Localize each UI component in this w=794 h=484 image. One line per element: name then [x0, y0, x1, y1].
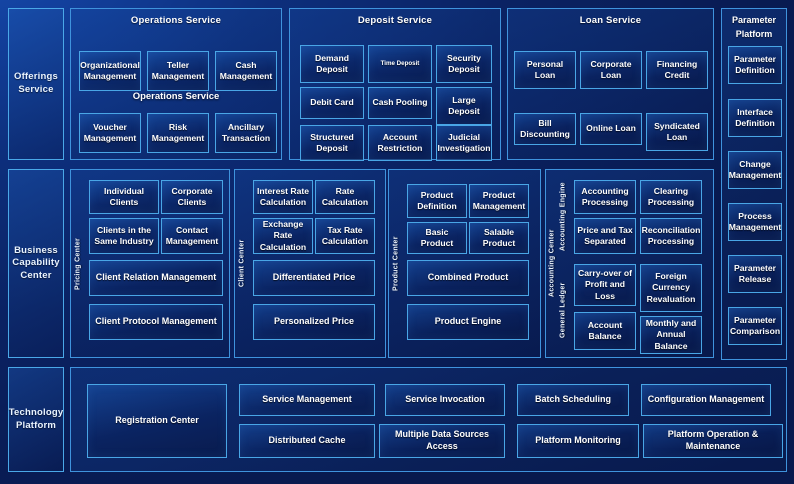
card-individual-clients[interactable]: Individual Clients [89, 180, 159, 214]
row-label-technology-platform: Technology Platform [8, 367, 64, 472]
card-rate-calculation[interactable]: Rate Calculation [315, 180, 375, 214]
card-process-management[interactable]: Process Management [728, 203, 782, 241]
card-bill-discounting[interactable]: Bill Discounting [514, 113, 576, 145]
parameter-platform-title-line2: Platform [735, 29, 773, 39]
card-corporate-loan[interactable]: Corporate Loan [580, 51, 642, 89]
card-contact-management[interactable]: Contact Management [161, 218, 223, 254]
row-label-offerings-service: Offerings Service [8, 8, 64, 160]
card-security-deposit[interactable]: Security Deposit [436, 45, 492, 83]
card-client-relation-management[interactable]: Client Relation Management [89, 260, 223, 296]
card-judicial-investigation[interactable]: Judicial Investigation [436, 125, 492, 161]
vlabel-general-ledger: General Ledger [559, 282, 567, 338]
vlabel-product-center: Product Center [392, 236, 400, 291]
card-risk-management[interactable]: Risk Management [147, 113, 209, 153]
parameter-platform-title-line1: Parameter [731, 15, 777, 25]
group-pricing-center: Pricing Center Individual Clients Corpor… [70, 169, 230, 358]
card-platform-operation-maintenance[interactable]: Platform Operation & Maintenance [643, 424, 783, 458]
card-corporate-clients[interactable]: Corporate Clients [161, 180, 223, 214]
card-platform-monitoring[interactable]: Platform Monitoring [517, 424, 639, 458]
vlabel-pricing-center: Pricing Center [74, 237, 82, 290]
vlabel-accounting-engine: Accounting Engine [559, 182, 567, 252]
card-parameter-comparison[interactable]: Parameter Comparison [728, 307, 782, 345]
card-cash-management[interactable]: Cash Management [215, 51, 277, 91]
group-product-center: Product Center Product Definition Produc… [388, 169, 541, 358]
card-salable-product[interactable]: Salable Product [469, 222, 529, 254]
card-distributed-cache[interactable]: Distributed Cache [239, 424, 375, 458]
card-multiple-data-sources-access[interactable]: Multiple Data Sources Access [379, 424, 505, 458]
card-accounting-processing[interactable]: Accounting Processing [574, 180, 636, 214]
card-differentiated-price[interactable]: Differentiated Price [253, 260, 375, 296]
card-syndicated-loan[interactable]: Syndicated Loan [646, 113, 708, 151]
card-large-deposit[interactable]: Large Deposit [436, 87, 492, 125]
group-operations-service: Operations Service Organizational Manage… [70, 8, 282, 160]
card-voucher-management[interactable]: Voucher Management [79, 113, 141, 153]
group-title-deposit-service: Deposit Service [357, 15, 433, 26]
group-technology-platform: Registration Center Service Management D… [70, 367, 787, 472]
card-service-invocation[interactable]: Service Invocation [385, 384, 505, 416]
card-monthly-annual-balance[interactable]: Monthly and Annual Balance [640, 316, 702, 354]
card-basic-product[interactable]: Basic Product [407, 222, 467, 254]
card-structured-deposit[interactable]: Structured Deposit [300, 125, 364, 161]
card-exchange-rate-calculation[interactable]: Exchange Rate Calculation [253, 218, 313, 254]
stray-operations-service-label: Operations Service [132, 91, 220, 102]
card-foreign-currency-revaluation[interactable]: Foreign Currency Revaluation [640, 264, 702, 312]
card-reconciliation-processing[interactable]: Reconciliation Processing [640, 218, 702, 254]
card-service-management[interactable]: Service Management [239, 384, 375, 416]
card-parameter-definition[interactable]: Parameter Definition [728, 46, 782, 84]
group-title-operations-service: Operations Service [130, 15, 222, 26]
card-clearing-processing[interactable]: Clearing Processing [640, 180, 702, 214]
card-tax-rate-calculation[interactable]: Tax Rate Calculation [315, 218, 375, 254]
card-time-deposit[interactable]: Time Deposit [368, 45, 432, 83]
card-ancillary-transaction[interactable]: Ancillary Transaction [215, 113, 277, 153]
vlabel-accounting-center: Accounting Center [548, 229, 556, 298]
card-organizational-management[interactable]: Organizational Management [79, 51, 141, 91]
card-debit-card[interactable]: Debit Card [300, 87, 364, 119]
card-account-balance[interactable]: Account Balance [574, 312, 636, 350]
card-clients-same-industry[interactable]: Clients in the Same Industry [89, 218, 159, 254]
row-label-business-capability-center: Business Capability Center [8, 169, 64, 358]
card-product-engine[interactable]: Product Engine [407, 304, 529, 340]
vlabel-client-center: Client Center [238, 239, 246, 288]
card-carry-over-profit-loss[interactable]: Carry-over of Profit and Loss [574, 264, 636, 306]
card-parameter-release[interactable]: Parameter Release [728, 255, 782, 293]
card-cash-pooling[interactable]: Cash Pooling [368, 87, 432, 119]
group-loan-service: Loan Service Personal Loan Corporate Loa… [507, 8, 714, 160]
card-client-protocol-management[interactable]: Client Protocol Management [89, 304, 223, 340]
card-teller-management[interactable]: Teller Management [147, 51, 209, 91]
group-title-loan-service: Loan Service [579, 15, 642, 26]
card-batch-scheduling[interactable]: Batch Scheduling [517, 384, 629, 416]
card-online-loan[interactable]: Online Loan [580, 113, 642, 145]
card-demand-deposit[interactable]: Demand Deposit [300, 45, 364, 83]
card-product-management[interactable]: Product Management [469, 184, 529, 218]
card-price-and-tax-separated[interactable]: Price and Tax Separated [574, 218, 636, 254]
group-client-center: Client Center Interest Rate Calculation … [234, 169, 386, 358]
card-configuration-management[interactable]: Configuration Management [641, 384, 771, 416]
card-personal-loan[interactable]: Personal Loan [514, 51, 576, 89]
card-registration-center[interactable]: Registration Center [87, 384, 227, 458]
group-deposit-service: Deposit Service Demand Deposit Time Depo… [289, 8, 501, 161]
card-financing-credit[interactable]: Financing Credit [646, 51, 708, 89]
card-product-definition[interactable]: Product Definition [407, 184, 467, 218]
card-interest-rate-calculation[interactable]: Interest Rate Calculation [253, 180, 313, 214]
card-combined-product[interactable]: Combined Product [407, 260, 529, 296]
group-parameter-platform: Parameter Platform Parameter Definition … [721, 8, 787, 360]
card-interface-definition[interactable]: Interface Definition [728, 99, 782, 137]
group-accounting-center: Accounting Center Accounting Engine Gene… [545, 169, 714, 358]
card-personalized-price[interactable]: Personalized Price [253, 304, 375, 340]
card-account-restriction[interactable]: Account Restriction [368, 125, 432, 161]
card-change-management[interactable]: Change Management [728, 151, 782, 189]
